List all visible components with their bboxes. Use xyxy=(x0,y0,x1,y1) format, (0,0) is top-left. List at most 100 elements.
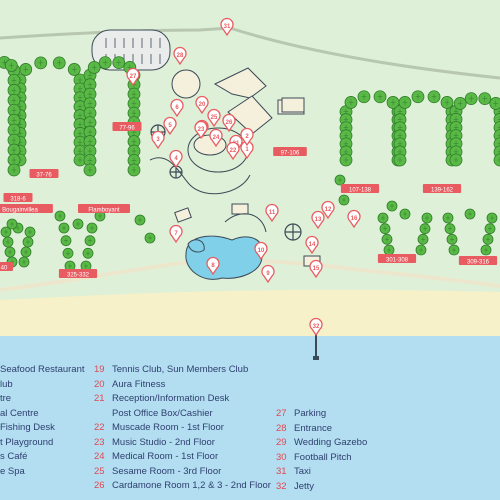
map-pin-7[interactable]: 7 xyxy=(169,224,183,244)
tree-vein xyxy=(497,108,500,115)
legend-item: al Centre xyxy=(0,407,85,422)
map-pin-32[interactable]: 32 xyxy=(309,317,323,337)
tree-vein xyxy=(348,99,354,106)
pin-number: 9 xyxy=(266,271,270,277)
map-pin-22[interactable]: 22 xyxy=(226,141,240,161)
tree-vein xyxy=(338,177,342,183)
legend-item-label: Football Pitch xyxy=(294,451,352,463)
tree-vein xyxy=(98,213,102,219)
map-pin-14[interactable]: 14 xyxy=(305,235,319,255)
tree-vein xyxy=(88,238,92,244)
courts xyxy=(174,97,321,267)
legend-item-number: 22 xyxy=(94,422,105,433)
tree-vein xyxy=(377,93,383,100)
map-pin-27[interactable]: 27 xyxy=(126,67,140,87)
map-pin-25[interactable]: 25 xyxy=(207,108,221,128)
tree-vein xyxy=(448,226,452,232)
tree-vein xyxy=(91,64,97,71)
pin-number: 13 xyxy=(315,217,322,223)
tree-vein xyxy=(11,87,17,94)
legend-item-label: Tennis Club, Sun Members Club xyxy=(112,364,249,375)
map-pin-23[interactable]: 23 xyxy=(194,120,208,140)
legend-item-label: Aura Fitness xyxy=(112,378,166,390)
tree-vein xyxy=(68,263,72,269)
area-label-rooms_77_96: 77-96 xyxy=(119,126,135,132)
tree-vein xyxy=(8,249,12,255)
tree-vein xyxy=(11,77,17,84)
legend-item-number: 31 xyxy=(276,466,287,477)
pin-number: 20 xyxy=(199,102,206,108)
tree-vein xyxy=(4,229,8,235)
tree-vein xyxy=(87,100,93,107)
tree-vein xyxy=(402,99,408,106)
tree-vein xyxy=(38,59,44,66)
map-pin-12[interactable]: 12 xyxy=(321,200,335,220)
legend-item-number: 21 xyxy=(94,393,105,404)
map-pin-2[interactable]: 2 xyxy=(240,127,254,147)
map-pin-5[interactable]: 5 xyxy=(163,116,177,136)
legend-item-label: Reception/Information Desk xyxy=(112,393,230,404)
area-label-rooms_37_76: 37-76 xyxy=(36,173,52,179)
map-pin-31[interactable]: 31 xyxy=(220,17,234,37)
tree-vein xyxy=(415,93,421,100)
legend-item-label: al Centre xyxy=(0,407,39,419)
map-pin-24[interactable]: 24 xyxy=(209,128,223,148)
area-label-rooms_139_162: 139-162 xyxy=(431,188,454,194)
tree-vein xyxy=(383,226,387,232)
tree-vein xyxy=(138,217,142,223)
area-label-rooms_301_308: 301-308 xyxy=(386,258,409,264)
tree-vein xyxy=(397,157,403,163)
pin-number: 26 xyxy=(226,120,233,126)
tree-vein xyxy=(87,72,93,79)
map-pin-4[interactable]: 4 xyxy=(169,149,183,169)
tree-vein xyxy=(28,229,32,235)
map-pin-6[interactable]: 6 xyxy=(170,98,184,118)
tree-vein xyxy=(497,116,500,123)
tree-vein xyxy=(11,97,17,104)
pool-small xyxy=(187,239,205,253)
map-pin-26[interactable]: 26 xyxy=(222,113,236,133)
area-label-bg xyxy=(112,122,142,131)
map-pin-13[interactable]: 13 xyxy=(311,210,325,230)
pin-number: 28 xyxy=(177,53,184,59)
area-label-rooms_107_138: 107-138 xyxy=(349,188,372,194)
map-pin-9[interactable]: 9 xyxy=(261,264,275,284)
tree-vein xyxy=(76,221,80,227)
area-label-bg xyxy=(0,262,13,271)
tree-vein xyxy=(86,250,90,256)
tree-vein xyxy=(493,100,499,107)
legend-item-label: Wedding Gazebo xyxy=(294,437,368,448)
legend-item-number: 25 xyxy=(94,465,105,477)
map-pin-28[interactable]: 28 xyxy=(173,46,187,66)
map-pin-8[interactable]: 8 xyxy=(206,256,220,276)
legend-item: lub xyxy=(0,378,85,393)
tree-vein xyxy=(23,66,29,73)
map-pin-15[interactable]: 15 xyxy=(309,259,323,279)
legend-item: s Café xyxy=(0,450,85,465)
tree-vein xyxy=(87,148,93,155)
tree-vein xyxy=(58,213,62,219)
tree-vein xyxy=(131,110,137,117)
map-pin-10[interactable]: 10 xyxy=(254,241,268,261)
map-pin-11[interactable]: 11 xyxy=(265,203,279,223)
map-pin-3[interactable]: 3 xyxy=(151,130,165,150)
legend-item: e Spa xyxy=(0,465,85,480)
map-pin-20[interactable]: 20 xyxy=(195,95,209,115)
legend-item-label: Muscade Room - 1st Floor xyxy=(112,422,224,433)
legend-item-number: 26 xyxy=(94,480,105,491)
pin-marker xyxy=(169,149,183,169)
map-pin-16[interactable]: 16 xyxy=(347,209,361,229)
tree-vein xyxy=(116,59,122,66)
tree-vein xyxy=(77,94,83,101)
tree-vein xyxy=(24,249,28,255)
tree-vein xyxy=(84,263,88,269)
pin-number: 5 xyxy=(168,123,172,129)
tree-vein xyxy=(482,95,488,102)
tree-vein xyxy=(457,100,463,107)
legend-item: 22 Muscade Room - 1st Floor xyxy=(94,421,271,436)
